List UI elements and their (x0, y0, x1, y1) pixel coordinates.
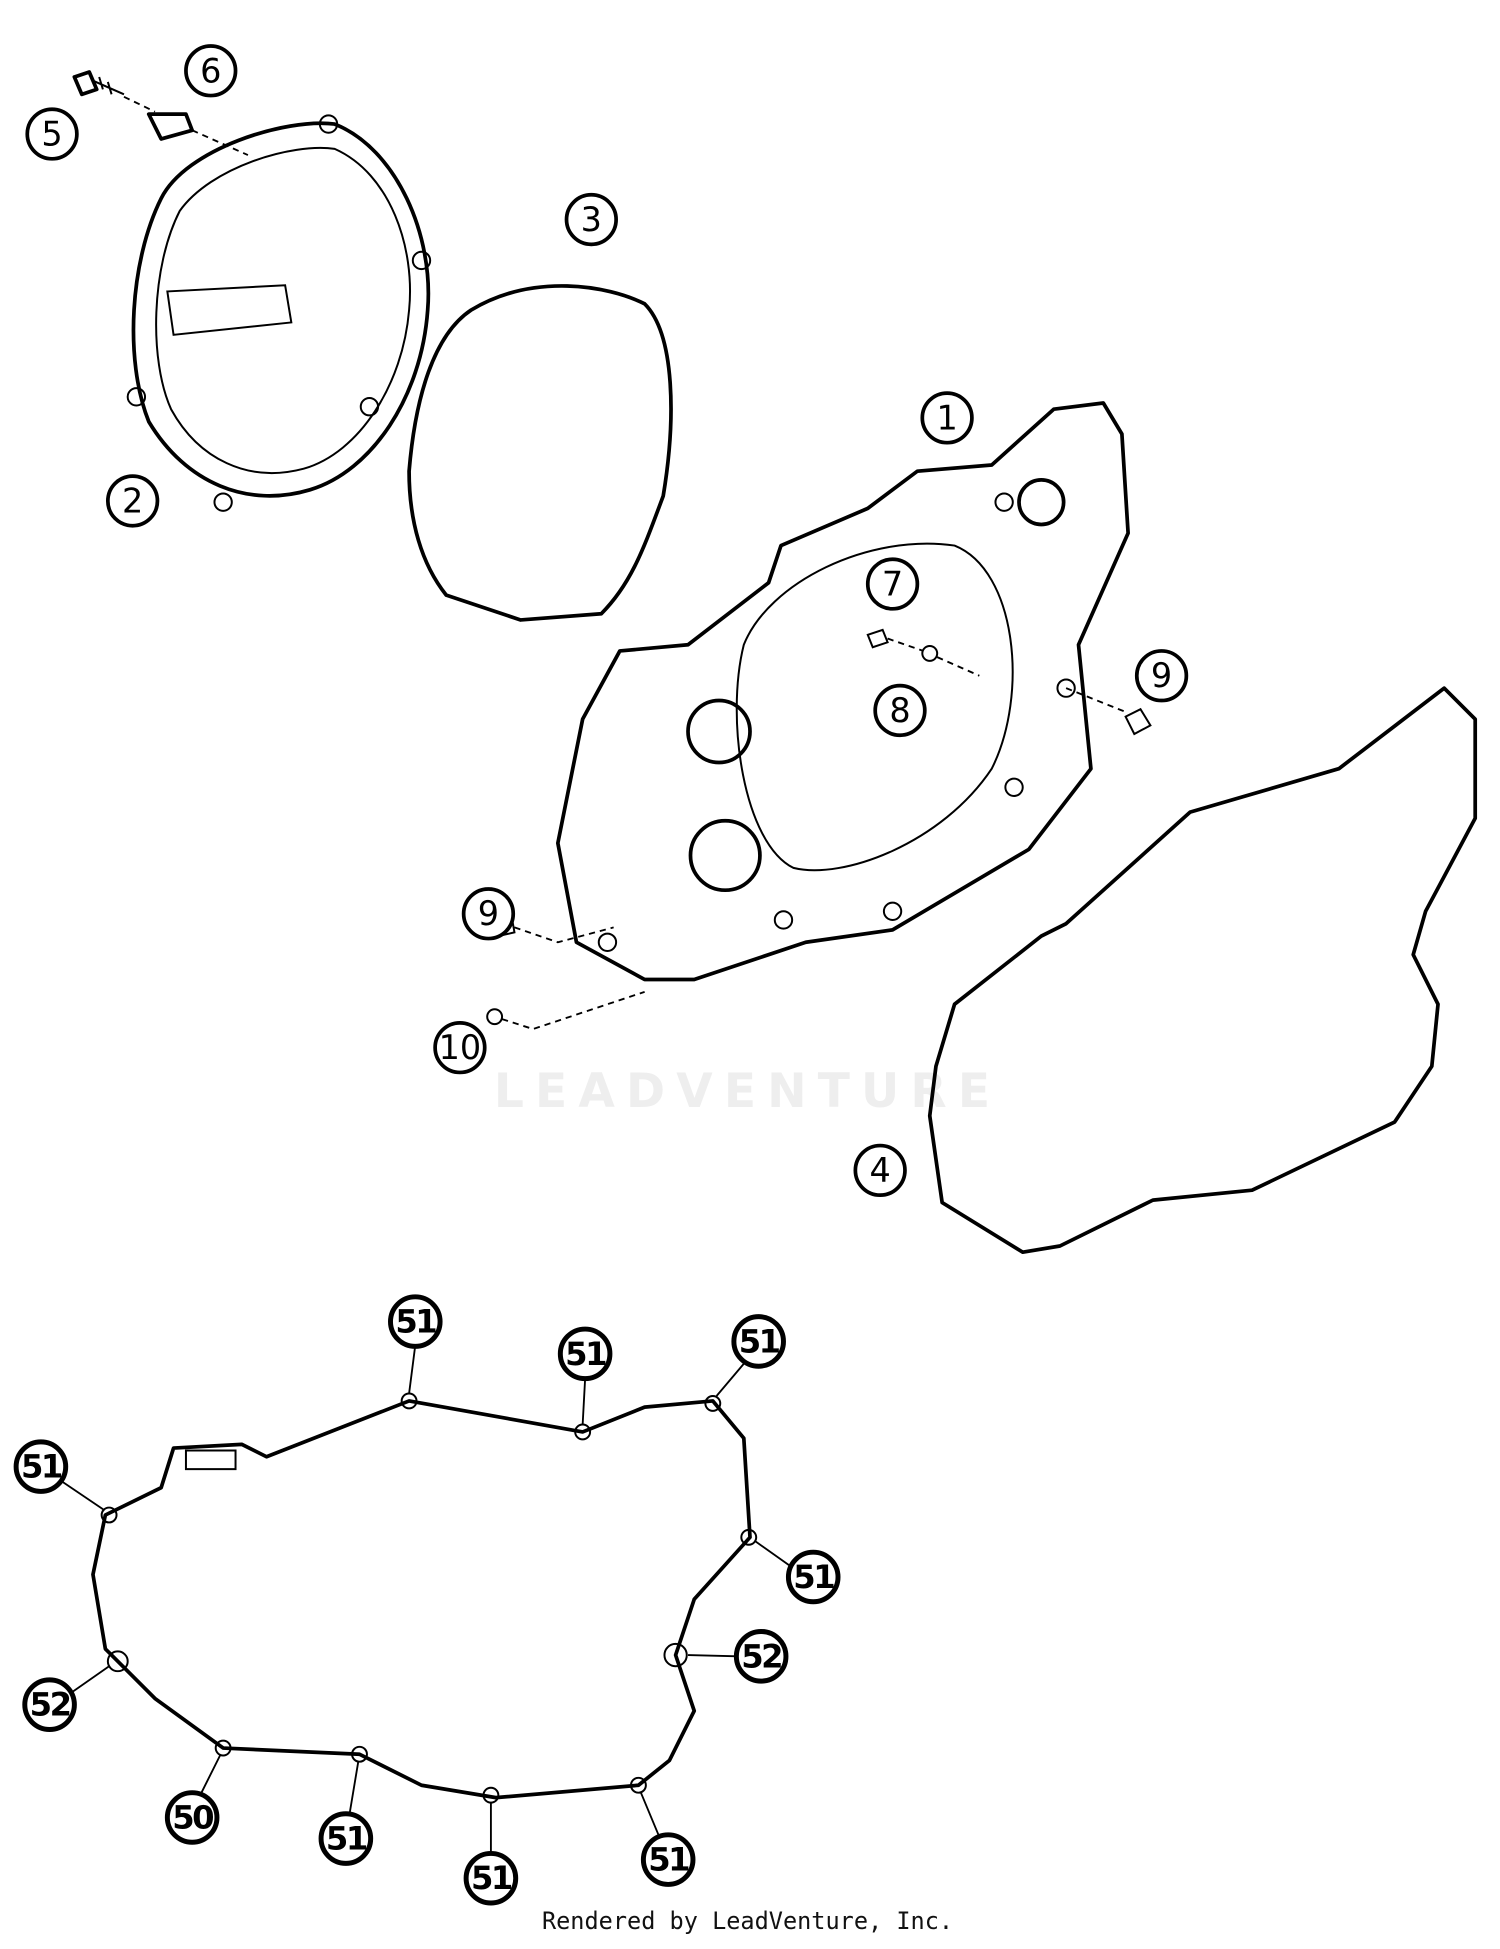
callout-51: 51 (785, 1549, 841, 1605)
svg-text:51: 51 (793, 1558, 834, 1596)
svg-text:52: 52 (741, 1637, 781, 1675)
svg-text:7: 7 (882, 565, 903, 604)
watermark: LEADVENTURE (494, 1064, 1001, 1119)
callout-5: 5 (25, 107, 79, 161)
svg-text:51: 51 (739, 1322, 780, 1360)
svg-text:52: 52 (30, 1686, 70, 1724)
gasket-4-part (927, 686, 1478, 1255)
svg-text:51: 51 (471, 1859, 512, 1897)
gasket-3-part (407, 284, 673, 622)
svg-text:5: 5 (41, 115, 62, 154)
callout-50: 50 (164, 1790, 220, 1845)
svg-text:2: 2 (122, 481, 143, 520)
callout-51: 51 (13, 1439, 69, 1494)
callout-7: 7 (865, 557, 920, 611)
svg-text:51: 51 (648, 1841, 689, 1879)
svg-text:50: 50 (172, 1798, 213, 1836)
callout-3: 3 (564, 192, 618, 247)
svg-text:9: 9 (1151, 656, 1172, 695)
callout-6: 6 (184, 44, 238, 98)
svg-text:10: 10 (439, 1028, 482, 1067)
callout-4: 4 (853, 1143, 907, 1198)
callout-51: 51 (731, 1314, 786, 1369)
svg-text:51: 51 (565, 1335, 606, 1373)
callout-51: 51 (388, 1294, 443, 1349)
svg-text:9: 9 (478, 894, 499, 933)
footer-credit: Rendered by LeadVenture, Inc. (542, 1907, 953, 1935)
callout-8: 8 (873, 683, 927, 738)
screw-part (72, 70, 249, 156)
callout-52: 52 (22, 1677, 77, 1732)
clutch-cover-part (486, 401, 1152, 1031)
svg-text:1: 1 (936, 398, 957, 437)
svg-text:3: 3 (581, 200, 602, 239)
callout-10: 10 (433, 1020, 487, 1075)
callout-51: 51 (557, 1326, 613, 1382)
svg-text:6: 6 (200, 51, 221, 90)
svg-text:51: 51 (326, 1820, 367, 1858)
callout-1: 1 (920, 391, 974, 445)
svg-text:51: 51 (395, 1303, 436, 1341)
callout-52: 52 (733, 1629, 789, 1684)
callout-51: 51 (463, 1850, 519, 1906)
outer-cover-part (126, 114, 432, 512)
callout-9-right: 9 (1134, 649, 1189, 703)
lower-gasket-part (61, 1345, 794, 1854)
callout-51: 51 (318, 1811, 374, 1866)
svg-text:51: 51 (21, 1448, 62, 1486)
svg-text:8: 8 (889, 691, 910, 730)
svg-text:4: 4 (870, 1151, 891, 1190)
callout-2: 2 (105, 474, 160, 528)
callout-9-left: 9 (461, 887, 516, 941)
callout-51: 51 (640, 1832, 696, 1887)
